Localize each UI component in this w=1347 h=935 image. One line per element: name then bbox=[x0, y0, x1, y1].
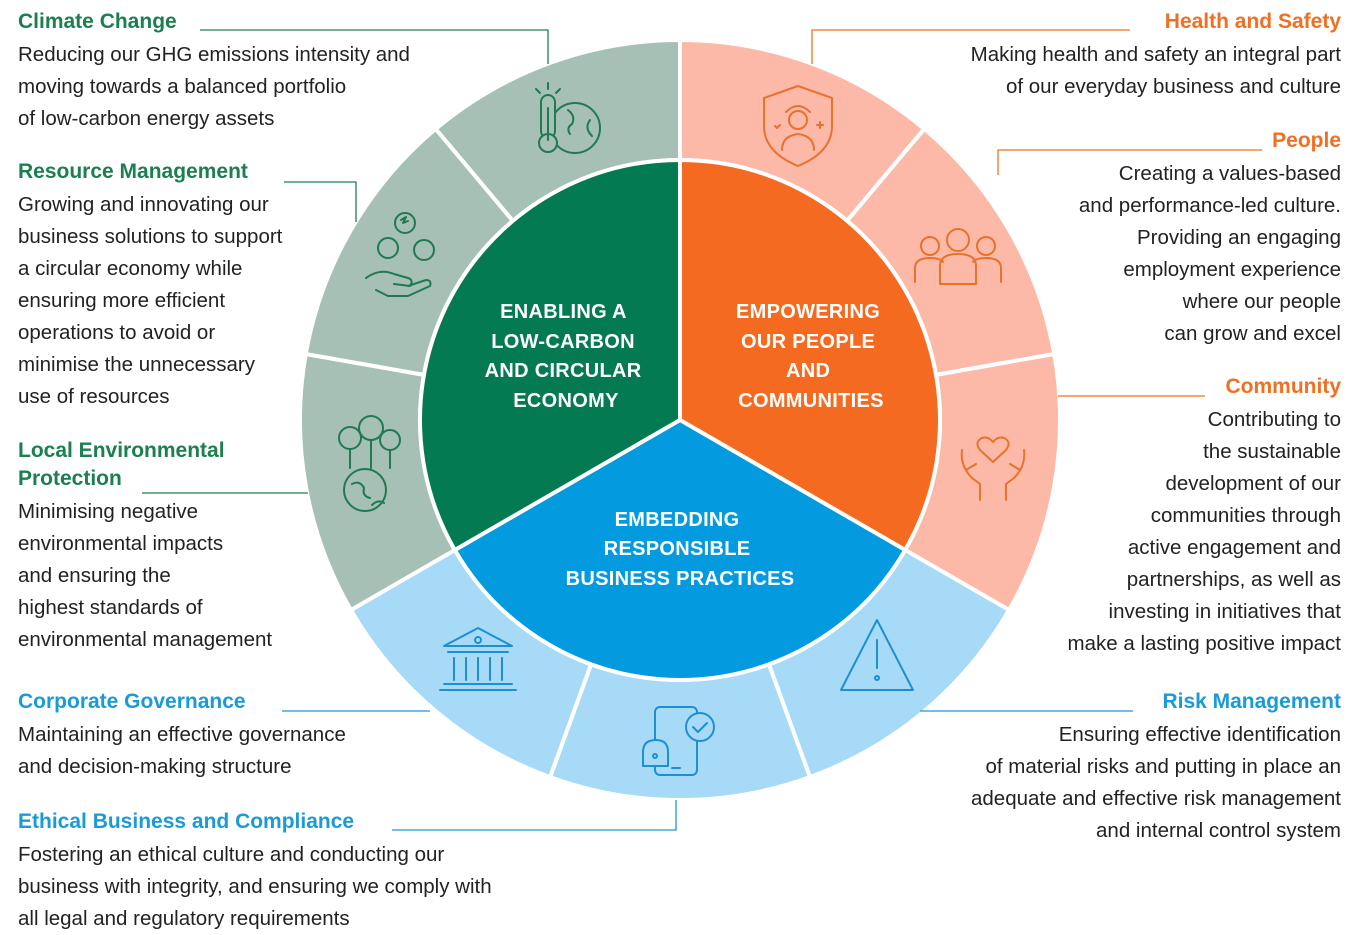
topic-description: Minimising negative environmental impact… bbox=[18, 500, 273, 651]
topic-description: Fostering an ethical culture and conduct… bbox=[18, 843, 492, 930]
topic-title: Community bbox=[1225, 375, 1342, 398]
topic-climate-change: Climate Change Reducing our GHG emission… bbox=[18, 8, 488, 135]
topic-ethical-business: Ethical Business and Compliance Fosterin… bbox=[18, 808, 578, 935]
warning-triangle-icon bbox=[840, 619, 914, 691]
topic-community: Community Contributing to the sustainabl… bbox=[1021, 373, 1341, 660]
topic-description: Maintaining an effective governance and … bbox=[18, 723, 346, 778]
shield-worker-icon bbox=[763, 85, 833, 167]
core-orange-sector bbox=[678, 157, 942, 553]
hand-recycle-icon bbox=[365, 212, 435, 297]
topic-title: Resource Management bbox=[18, 160, 248, 183]
leader-line bbox=[997, 149, 1262, 175]
core-green-sector bbox=[418, 157, 682, 553]
topic-description: Contributing to the sustainable developm… bbox=[1067, 408, 1341, 655]
topic-health-and-safety: Health and Safety Making health and safe… bbox=[901, 8, 1341, 103]
leader-line bbox=[200, 29, 549, 64]
inner-core bbox=[418, 157, 942, 682]
topic-title: Health and Safety bbox=[1164, 10, 1341, 33]
topic-title: Climate Change bbox=[18, 10, 177, 33]
trees-globe-icon bbox=[338, 415, 401, 512]
hands-heart-icon bbox=[960, 436, 1026, 501]
leader-lines bbox=[142, 29, 1262, 831]
core-blue-sector bbox=[452, 417, 908, 682]
core-label-orange: EMPOWERING OUR PEOPLE AND COMMUNITIES bbox=[736, 301, 886, 412]
phone-lock-check-icon bbox=[642, 706, 715, 776]
topic-people: People Creating a values-based and perfo… bbox=[1021, 127, 1341, 350]
core-label-green: ENABLING A LOW-CARBON AND CIRCULAR ECONO… bbox=[485, 301, 648, 412]
leader-line bbox=[284, 181, 357, 222]
people-group-icon bbox=[914, 228, 1002, 285]
segment-ethics bbox=[547, 661, 813, 802]
leader-line bbox=[392, 800, 677, 831]
institution-building-icon bbox=[439, 627, 517, 691]
topic-title: Risk Management bbox=[1162, 690, 1341, 713]
topic-description: Reducing our GHG emissions intensity and… bbox=[18, 43, 410, 130]
outer-ring bbox=[298, 37, 1062, 802]
core-label-blue: EMBEDDING RESPONSIBLE BUSINESS PRACTICES bbox=[566, 509, 795, 590]
thermometer-globe-icon bbox=[535, 82, 601, 154]
topic-risk-management: Risk Management Ensuring effective ident… bbox=[901, 688, 1341, 847]
topic-description: Growing and innovating our business solu… bbox=[18, 193, 283, 408]
topic-title: People bbox=[1272, 129, 1341, 152]
topic-corporate-governance: Corporate Governance Maintaining an effe… bbox=[18, 688, 418, 783]
topic-description: Creating a values-based and performance-… bbox=[1078, 162, 1341, 345]
topic-title: Ethical Business and Compliance bbox=[18, 810, 355, 833]
topic-title: Corporate Governance bbox=[18, 690, 246, 713]
topic-description: Ensuring effective identification of mat… bbox=[970, 723, 1341, 842]
topic-description: Making health and safety an integral par… bbox=[970, 43, 1341, 98]
leader-line bbox=[811, 29, 1130, 64]
topic-resource-management: Resource Management Growing and innovati… bbox=[18, 158, 348, 413]
